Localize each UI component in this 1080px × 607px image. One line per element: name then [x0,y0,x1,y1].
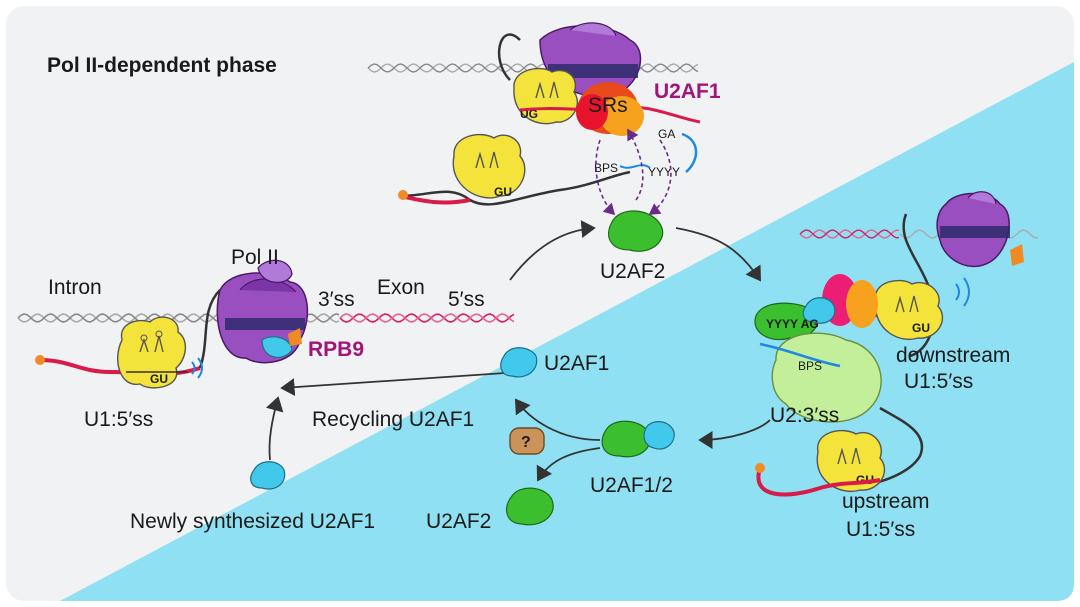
intron-label: Intron [48,276,102,299]
arrow [266,396,284,461]
rna-polymerase-ii-icon [936,191,1024,268]
u2af2-icon [754,302,819,341]
yyyy-top-label: YYYY [648,165,680,179]
interaction-arrow [627,128,644,201]
u2af2-top-label: U2AF2 [600,260,665,283]
arrow [536,447,601,482]
bps-top-label: BPS [594,161,618,175]
interaction-arrow [648,139,672,215]
arrow [698,419,771,449]
u2af1-icon [250,461,286,490]
yyyy-ag-label: YYYY AG [766,317,819,331]
wave-icon [955,277,970,307]
pol2-label: Pol II [231,246,279,269]
u1-snrnp-icon: GU [816,429,886,492]
upstream-label: upstream [842,490,930,513]
srs-label: SRs [588,94,628,117]
u2af2-icon [601,420,651,458]
downstream-u1-label: U1:5′ss [904,370,973,393]
u1-snrnp-icon: GU [452,133,526,199]
u1-5ss-label: U1:5′ss [84,408,153,431]
unknown-factor-icon: ? [509,427,545,455]
u2af1-icon [500,347,538,378]
gu-label: GU [150,372,168,386]
ga-label: GA [658,127,675,141]
u2af2-icon [505,487,554,526]
u1-snrnp-icon: GU [875,279,944,340]
arrow [509,220,596,281]
u2af2-icon [608,210,664,252]
u1-snrnp-icon: UG [513,67,579,125]
arrow [675,227,761,282]
ss3-label: 3′ss [318,288,355,311]
u2af1-icon [802,297,836,324]
u2af2-bottom-label: U2AF2 [426,510,491,533]
u1-snrnp-icon: GU [117,316,188,389]
sr-proteins-icon: SRs [576,82,644,136]
arrow [280,371,521,397]
newly-synthesized-label: Newly synthesized U2AF1 [130,510,375,533]
arrow [514,398,601,441]
question-mark: ? [521,434,531,451]
rpb9-label: RPB9 [308,338,364,361]
interaction-arrow [595,139,616,216]
exon-label: Exon [377,276,425,299]
gu-label: GU [494,185,512,199]
gu-label: GU [912,321,930,335]
u2af1-icon [643,421,675,450]
downstream-label: downstream [896,344,1010,367]
u2af1-2-label: U2AF1/2 [590,474,673,497]
recycling-label: Recycling U2AF1 [312,408,474,431]
u2af1-top-label: U2AF1 [654,80,721,103]
ss5-label: 5′ss [448,288,485,311]
page-title: Pol II-dependent phase [47,54,277,77]
bps-right-label: BPS [798,359,822,373]
upstream-u1-label: U1:5′ss [846,518,915,541]
u2af1-mid-label: U2AF1 [544,352,609,375]
rna-cap [35,355,45,365]
u2-3ss-label: U2:3′ss [770,404,839,427]
rna-polymerase-ii-icon [216,259,309,364]
wave-icon [191,357,203,379]
